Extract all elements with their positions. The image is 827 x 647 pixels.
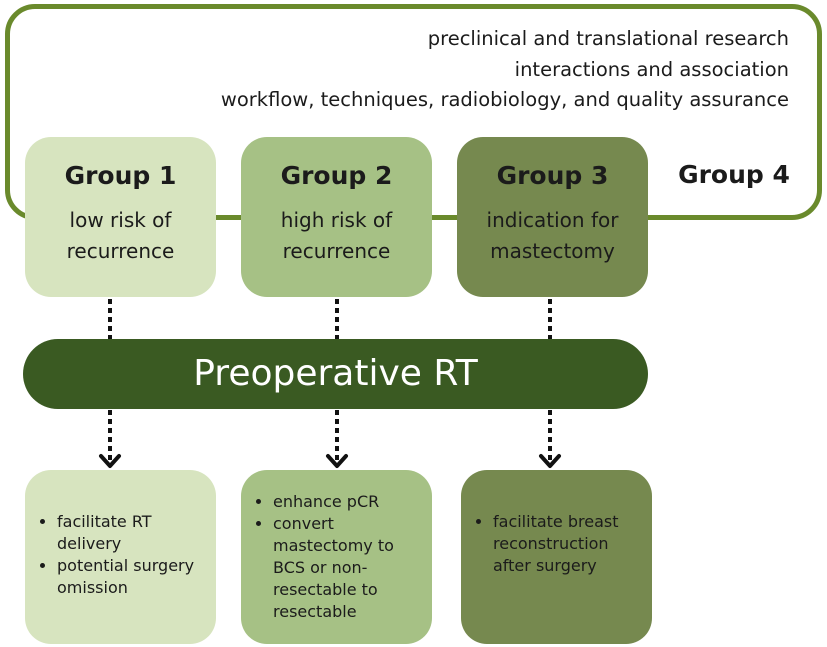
outcome-item: facilitate RT delivery <box>25 511 206 555</box>
group4-topic: interactions and association <box>514 57 789 81</box>
group3-desc-line: mastectomy <box>490 239 615 263</box>
group2-desc-line: high risk of <box>280 208 393 232</box>
preoperative-rt-bar: Preoperative RT <box>23 339 648 409</box>
group4-title: Group 4 <box>678 160 790 189</box>
group1-description: low risk of recurrence <box>25 205 216 267</box>
group4-topics: preclinical and translational research i… <box>221 24 789 116</box>
group1-title: Group 1 <box>64 161 177 190</box>
outcome-item: enhance pCR <box>241 491 422 513</box>
group3-outcomes-list: facilitate breast reconstruction after s… <box>461 511 652 577</box>
outcome-item: potential surgery omission <box>25 555 206 599</box>
group1-outcomes-box: facilitate RT delivery potential surgery… <box>25 470 216 644</box>
outcome-item: convert mastectomy to BCS or non-resecta… <box>241 513 422 623</box>
group2-title: Group 2 <box>280 161 393 190</box>
group2-outcomes-list: enhance pCR convert mastectomy to BCS or… <box>241 491 432 623</box>
group2-desc-line: recurrence <box>282 239 391 263</box>
group3-desc-line: indication for <box>486 208 619 232</box>
group4-topic: preclinical and translational research <box>427 27 789 50</box>
arrowhead-outcome1 <box>99 454 121 468</box>
group2-description: high risk of recurrence <box>241 205 432 267</box>
group3-outcomes-box: facilitate breast reconstruction after s… <box>461 470 652 644</box>
group4-topic: workflow, techniques, radiobiology, and … <box>220 88 789 111</box>
group1-outcomes-list: facilitate RT delivery potential surgery… <box>25 511 216 599</box>
group2-box: Group 2 high risk of recurrence <box>241 137 432 297</box>
outcome-item: facilitate breast reconstruction after s… <box>461 511 642 577</box>
group1-desc-line: recurrence <box>66 239 175 263</box>
group1-desc-line: low risk of <box>69 208 172 232</box>
group3-title: Group 3 <box>496 161 609 190</box>
group1-box: Group 1 low risk of recurrence <box>25 137 216 297</box>
group2-outcomes-box: enhance pCR convert mastectomy to BCS or… <box>241 470 432 644</box>
arrowhead-outcome2 <box>326 454 348 468</box>
arrowhead-outcome3 <box>539 454 561 468</box>
group3-box: Group 3 indication for mastectomy <box>457 137 648 297</box>
group3-description: indication for mastectomy <box>457 205 648 267</box>
